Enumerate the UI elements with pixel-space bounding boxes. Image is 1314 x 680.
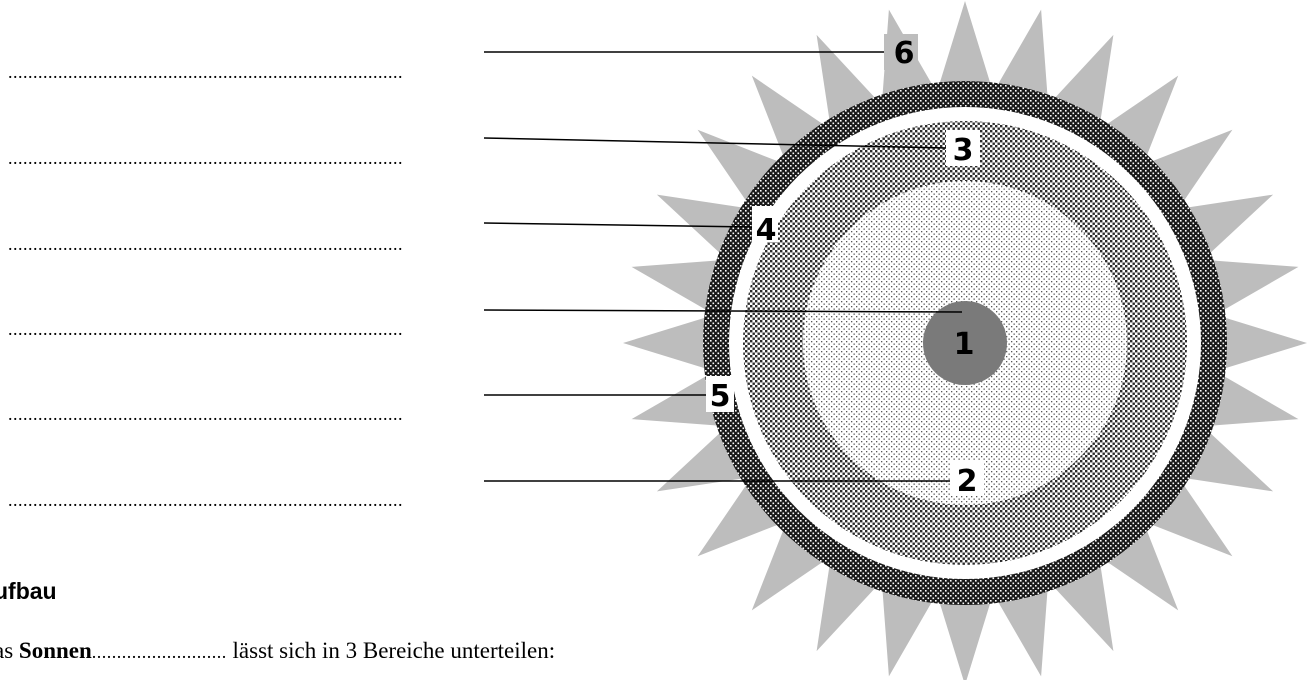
sentence-end: lässt sich in 3 Bereiche unterteilen:	[232, 638, 556, 663]
answer-line-1: ........................................…	[8, 62, 403, 82]
section-heading: ufbau	[0, 578, 57, 604]
sun-core	[923, 301, 1007, 385]
label-2: 2	[957, 464, 978, 499]
sentence-bold-word: Sonnen	[18, 638, 92, 663]
answer-line-2: ........................................…	[8, 148, 403, 168]
fill-in-sentence: as Sonnen........................... läs…	[0, 638, 555, 664]
sentence-start: as	[0, 638, 14, 663]
answer-line-5: ........................................…	[8, 404, 403, 424]
label-5: 5	[710, 379, 731, 414]
label-6: 6	[894, 36, 915, 71]
label-3: 3	[953, 133, 974, 168]
leader-line-1	[483, 309, 963, 313]
answer-line-3: ........................................…	[8, 234, 403, 254]
answer-line-4: ........................................…	[8, 319, 403, 339]
label-4: 4	[756, 213, 777, 248]
sentence-blank: ...........................	[91, 642, 227, 662]
answer-line-6: ........................................…	[8, 490, 403, 510]
leader-line-3	[483, 137, 949, 149]
leader-line-4	[483, 222, 753, 228]
label-1: 1	[954, 327, 975, 362]
